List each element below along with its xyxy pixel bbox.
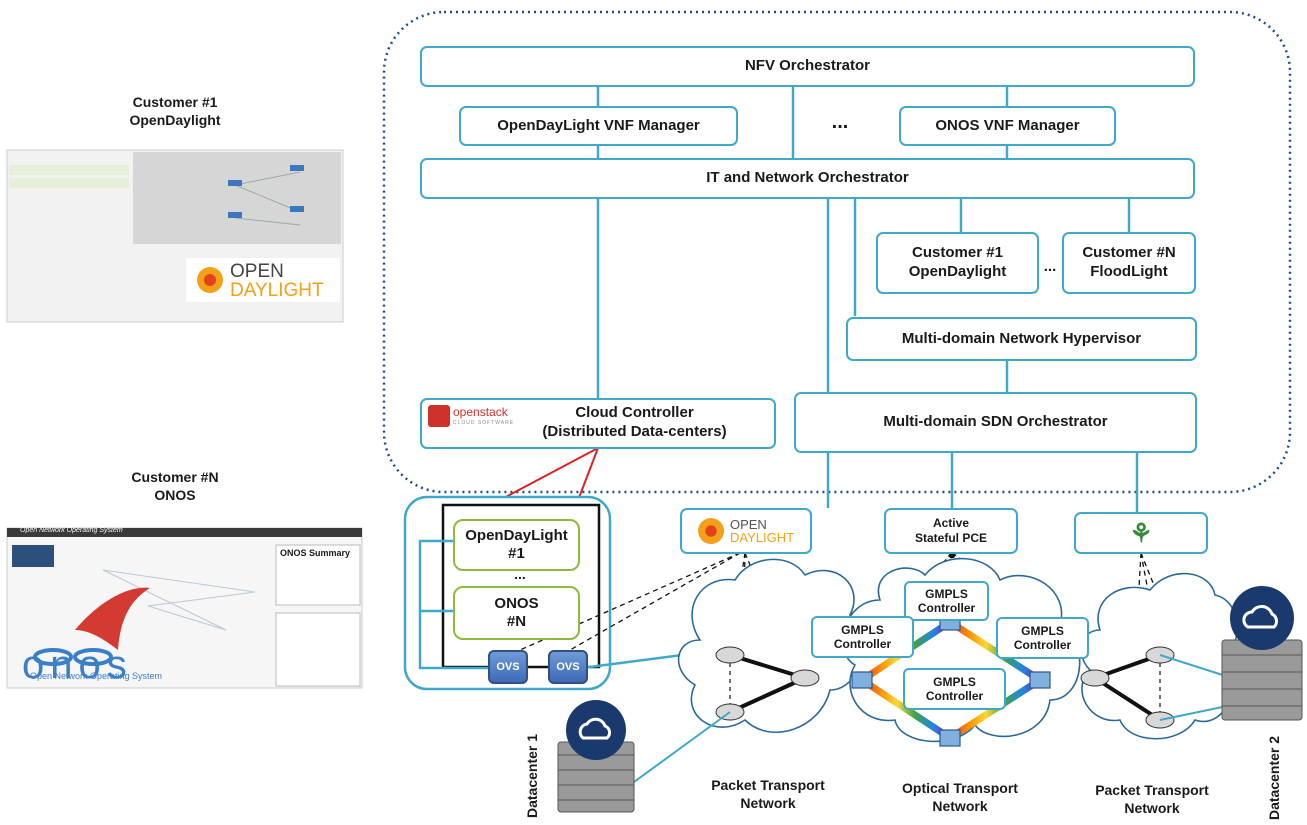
customer1-title: Customer #1 OpenDaylight [129,94,221,128]
onos-summary-title: ONOS Summary [280,548,351,558]
customer1-controller-box: Customer #1 OpenDaylight [876,232,1039,294]
customer-ellipsis: ... [1043,258,1057,275]
odl-gui-screenshot [6,149,344,323]
customerN-controller-box: Customer #N FloodLight [1062,232,1196,294]
datacenter1-label: Datacenter 1 [524,733,540,818]
odl-vnf-manager-box: OpenDayLight VNF Manager [459,106,738,146]
onos-logo-text: onos [22,643,133,687]
it-network-orchestrator-box: IT and Network Orchestrator [420,158,1195,199]
dc1-controller-ellipsis: ... [514,566,526,582]
sdn-orchestrator-box: Multi-domain SDN Orchestrator [794,392,1197,453]
odl-logo-icon [697,518,724,544]
orchestration-frame [382,10,1292,494]
packet-network-left-label: Packet Transport Network [711,777,825,811]
onos-gui-header: Open Network Operating System [20,527,123,534]
cloud-controller-box: openstack CLOUD SOFTWARE Cloud Controlle… [420,398,776,449]
onos-gui-screenshot [6,527,363,689]
openstack-logo: openstack CLOUD SOFTWARE [428,405,514,427]
datacenter2-label: Datacenter 2 [1266,735,1282,820]
onos-logo-subtitle: Open Network Operating System [30,671,163,681]
odl-logo-box: OPEN DAYLIGHT [680,508,812,554]
ovs-switch-2: OVS [548,650,588,684]
odl-gui-logo-text: OPEN DAYLIGHT [230,261,324,301]
ovs-switch-1: OVS [488,650,528,684]
server-icon-dc2 [1221,586,1303,721]
packet-dashed [729,655,1161,720]
optical-network-label: Optical Transport Network [902,780,1018,814]
customerN-title: Customer #N ONOS [131,469,219,503]
active-pce-box: Active Stateful PCE [884,508,1018,554]
orchestration-connectors [596,86,1139,512]
vnf-manager-ellipsis: ... [831,111,849,133]
nfv-orchestrator-box: NFV Orchestrator [420,46,1195,87]
onos-vnf-manager-box: ONOS VNF Manager [899,106,1116,146]
network-hypervisor-box: Multi-domain Network Hypervisor [846,317,1197,361]
dc1-onos-controller-box: ONOS #N [453,586,580,640]
openstack-icon [428,405,450,427]
dc1-odl-controller-box: OpenDayLight #1 [453,519,580,571]
packet-network-right-label: Packet Transport Network [1095,782,1209,816]
floodlight-logo-box: ⚘ [1074,512,1208,554]
server-icon-dc1 [557,700,635,813]
router-icons [715,646,1175,729]
floodlight-dragon-icon: ⚘ [1129,518,1153,548]
